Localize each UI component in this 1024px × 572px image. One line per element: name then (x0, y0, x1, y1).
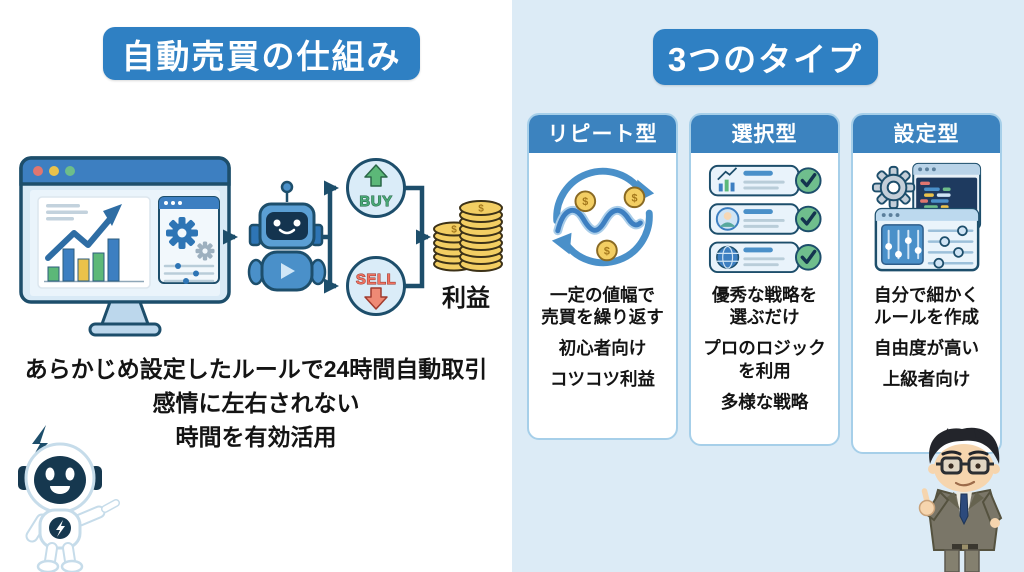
profit-label: 利益 (442, 284, 490, 312)
left-title-banner: 自動売買の仕組み (103, 27, 420, 80)
sell-down-arrow-icon: SELL (346, 256, 406, 316)
sell-label: SELL (356, 271, 396, 288)
right-title-banner: 3つのタイプ (653, 29, 878, 85)
robot-mascot-icon (18, 425, 120, 572)
buy-label: BUY (359, 193, 392, 210)
merge-connector (405, 185, 432, 289)
left-title: 自動売買の仕組み (121, 37, 402, 75)
split-connector (322, 180, 340, 294)
monitor-chart-icon (19, 156, 231, 337)
right-title: 3つのタイプ (667, 41, 864, 78)
coin-stack-icon: $ $ (433, 200, 503, 272)
bullet-line: 感情に左右されない (152, 390, 360, 416)
trading-flow-diagram: BUY SELL $ $ 利益 (19, 156, 503, 337)
coin-symbol: $ (451, 225, 457, 236)
buy-up-arrow-icon: BUY (346, 158, 406, 218)
left-bullet-list: あらかじめ設定したルールで24時間自動取引 感情に左右されない 時間を有効活用 (0, 352, 512, 454)
bullet-line: あらかじめ設定したルールで24時間自動取引 (24, 356, 488, 382)
gear-icon (166, 217, 215, 261)
coin-symbol: $ (478, 204, 484, 215)
bullet-line: 時間を有効活用 (175, 424, 337, 450)
trading-robot-icon (247, 180, 327, 292)
businessman-character-icon (918, 427, 1003, 572)
